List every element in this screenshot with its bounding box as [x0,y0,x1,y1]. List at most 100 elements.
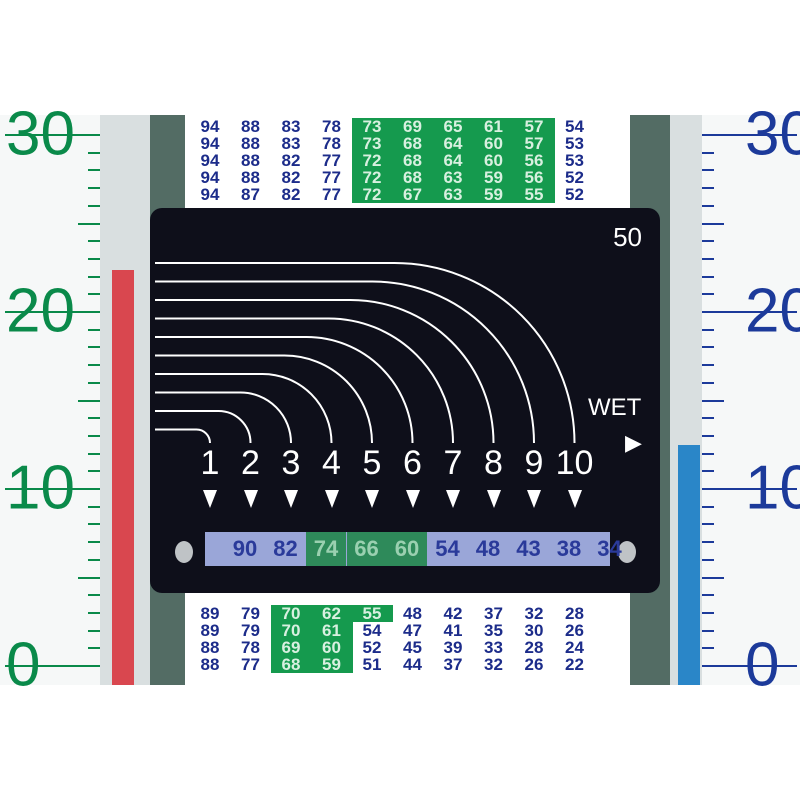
scale-tick [88,293,100,296]
table-cell: 77 [322,185,341,204]
green-cell [392,118,434,135]
table-cell: 94 [200,151,220,170]
scale-tick [5,311,100,313]
table-cell: 41 [443,621,463,640]
table-cell: 94 [200,185,220,204]
table-cell: 59 [322,655,341,674]
table-cell: 63 [443,185,463,204]
green-cell [392,186,434,203]
scale-tick [702,204,714,207]
table-cell: 68 [403,151,422,170]
scale-tick [88,647,100,650]
table-cell: 70 [281,621,301,640]
scale-tick [702,364,714,367]
window-value: 48 [475,536,501,561]
green-cell [473,169,515,186]
guide-curve [155,391,292,444]
green-cell [514,169,555,186]
table-cell: 28 [565,604,584,623]
scale-tick [702,647,714,650]
table-cell: 33 [484,638,503,657]
table-cell: 77 [322,151,341,170]
table-cell: 72 [362,185,382,204]
green-cell [311,622,353,639]
down-arrow-icon [527,490,541,508]
green-cell [352,186,393,203]
table-cell: 88 [200,655,220,674]
table-cell: 88 [241,134,260,153]
scale-tick [78,576,100,579]
scale-tick [702,434,714,437]
table-cell: 44 [403,655,422,674]
table-cell: 45 [403,638,422,657]
scale-tick [702,505,714,508]
table-cell: 53 [565,134,584,153]
scale-tick [702,134,797,136]
table-cell: 56 [524,151,544,170]
table-cell: 77 [241,655,260,674]
guide-curve [155,373,333,444]
table-cell: 68 [403,134,422,153]
table-cell: 48 [403,604,422,623]
table-cell: 39 [443,638,463,657]
table-cell: 62 [322,604,341,623]
table-cell: 65 [443,117,463,136]
guide-curve [155,410,252,444]
scale-tick [702,346,714,349]
table-cell: 88 [200,638,220,657]
green-cell [514,118,555,135]
green-cell [311,605,353,622]
green-cell [352,152,393,169]
table-cell: 24 [565,638,584,657]
table-cell: 52 [362,638,382,657]
green-cell [271,639,312,656]
table-cell: 79 [241,621,260,640]
table-cell: 32 [484,655,503,674]
scale-tick [88,187,100,190]
green-cell [514,186,555,203]
green-cell [473,118,515,135]
green-cell [352,169,393,186]
table-cell: 32 [524,604,544,623]
scale-tick [88,257,100,260]
table-cell: 37 [484,604,503,623]
green-cell [473,152,515,169]
column-number: 6 [403,444,422,482]
table-cell: 78 [322,117,341,136]
table-cell: 61 [322,621,341,640]
scale-tick [702,240,714,243]
scale-tick [702,311,797,313]
table-cell: 52 [565,185,584,204]
scale-tick [702,293,714,296]
green-cell [473,135,515,152]
table-cell: 83 [281,134,301,153]
down-arrow-icon [284,490,298,508]
table-cell: 55 [524,185,544,204]
window-value: 74 [306,532,346,566]
column-number: 1 [200,444,220,482]
table-cell: 61 [484,117,503,136]
scale-tick [88,417,100,420]
scale-tick [702,452,714,455]
scale-tick [78,399,100,402]
table-cell: 68 [403,168,422,187]
column-number: 5 [362,444,382,482]
screw-icon [175,541,193,563]
scale-tick [702,328,714,331]
down-arrow-icon [405,490,420,508]
scale-tick [702,523,714,526]
table-cell: 82 [281,185,301,204]
guide-curve [155,299,495,444]
scale-tick [88,169,100,172]
scale-tick [88,558,100,561]
table-cell: 53 [565,151,584,170]
down-arrow-icon [446,490,460,508]
guide-curve [155,428,211,444]
green-cell [311,639,353,656]
table-cell: 78 [241,638,260,657]
scale-tick [88,470,100,473]
scale-tick [5,488,100,490]
column-number: 9 [524,444,544,482]
